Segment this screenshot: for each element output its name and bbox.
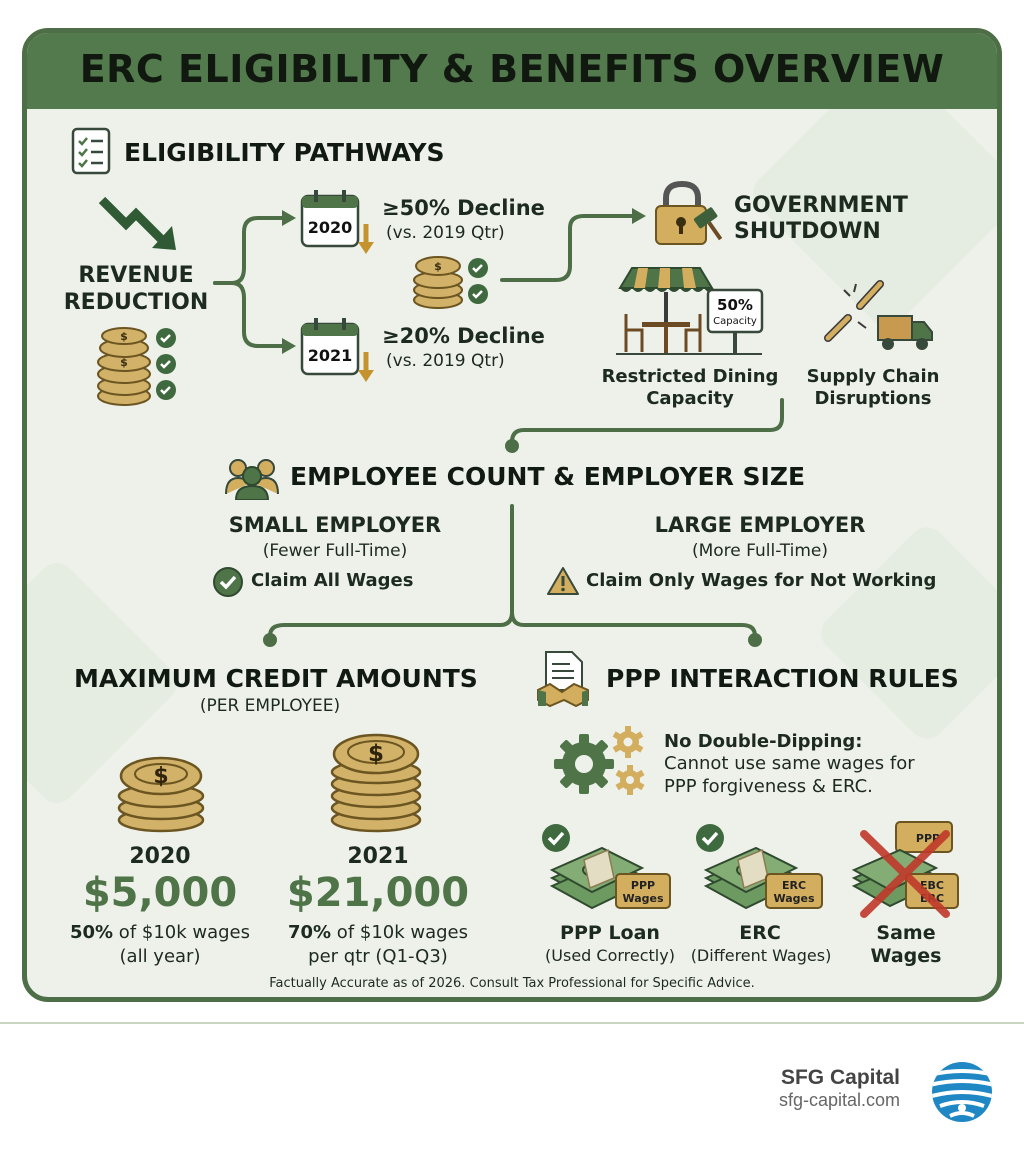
ppp-tag-line-1: PPP — [631, 879, 655, 892]
ppp-tag-line-2: Wages — [622, 892, 663, 905]
same-wages-label: Same Wages — [846, 922, 966, 968]
calendar-2020-year: 2020 — [308, 218, 353, 237]
calendar-2021-year: 2021 — [308, 346, 353, 365]
revenue-reduction-label: REVENUE REDUCTION — [56, 262, 216, 316]
erc-tag-line-1: ERC — [782, 879, 806, 892]
coin-stack-checks-icon: $ $ — [97, 327, 176, 406]
erc-title: ERC — [739, 922, 781, 944]
lock-gavel-icon — [655, 180, 722, 245]
infographic-card: ERC ELIGIBILITY & BENEFITS OVERVIEW — [22, 28, 1002, 1002]
check-circle-icon — [213, 567, 243, 597]
svg-text:$: $ — [368, 741, 384, 767]
same-wages-title: Same — [876, 922, 936, 944]
svg-text:$: $ — [120, 330, 128, 343]
credit-2021-year: 2021 — [347, 844, 409, 869]
large-employer-claim: Claim Only Wages for Not Working — [586, 570, 937, 591]
gears-icon — [554, 726, 645, 795]
credit-2020-desc-rest: of $10k wages — [113, 922, 251, 943]
restricted-dining-label: Restricted Dining Capacity — [590, 366, 790, 410]
eligibility-heading: ELIGIBILITY PATHWAYS — [124, 138, 445, 167]
svg-text:$: $ — [434, 260, 442, 273]
erc-sub: (Different Wages) — [690, 946, 832, 965]
credit-2020-pct: 50% — [69, 922, 114, 943]
money-same-wages-crossed-icon: PPP EBC ERC — [851, 821, 959, 918]
ppp-loan-title: PPP Loan — [560, 922, 660, 944]
svg-text:$: $ — [153, 764, 168, 789]
capacity-sign-percent: 50% — [717, 296, 753, 314]
shutdown-line-1: GOVERNMENT — [734, 193, 908, 218]
credit-heading: MAXIMUM CREDIT AMOUNTS — [74, 664, 478, 693]
ppp-rule-title: No Double-Dipping: — [664, 731, 863, 752]
money-ppp-wages-icon: PPP Wages — [542, 824, 671, 910]
coin-stack-2021-icon: $ — [330, 733, 422, 833]
government-shutdown-label: GOVERNMENT SHUTDOWN — [734, 193, 908, 245]
credit-subheading: (PER EMPLOYEE) — [199, 696, 341, 716]
coin-stack-2020-icon: $ — [117, 756, 205, 833]
small-employer-title: SMALL EMPLOYER — [228, 513, 442, 537]
erc-tag-line-2: Wages — [773, 892, 814, 905]
dining-line-1: Restricted Dining — [601, 366, 779, 387]
sfg-logo-icon — [932, 1062, 992, 1122]
calendar-2020-icon: 2020 — [300, 190, 374, 254]
revenue-line-1: REVENUE — [78, 263, 194, 288]
dining-line-2: Capacity — [646, 388, 734, 409]
broken-chain-truck-icon — [824, 280, 933, 350]
svg-text:$: $ — [120, 356, 128, 369]
calendar-2021-icon: 2021 — [300, 318, 374, 382]
credit-2020-desc: 50% of $10k wages — [50, 922, 270, 943]
ppp-rule-line-1: Cannot use same wages for — [664, 753, 915, 774]
same-tag-line-1: EBC — [920, 879, 944, 892]
small-employer-sub: (Fewer Full-Time) — [262, 541, 408, 561]
capacity-sign-word: Capacity — [713, 316, 757, 327]
supply-line-2: Disruptions — [814, 388, 932, 409]
title-bar: ERC ELIGIBILITY & BENEFITS OVERVIEW — [27, 33, 997, 109]
supply-line-1: Supply Chain — [806, 366, 940, 387]
page-title: ERC ELIGIBILITY & BENEFITS OVERVIEW — [79, 47, 945, 91]
decline-2021-basis: (vs. 2019 Qtr) — [386, 351, 505, 371]
decline-2020-basis: (vs. 2019 Qtr) — [386, 223, 505, 243]
credit-2021-amount: $21,000 — [286, 870, 470, 916]
checklist-icon — [71, 127, 111, 175]
employee-heading: EMPLOYEE COUNT & EMPLOYER SIZE — [290, 462, 806, 491]
credit-2020-desc2: (all year) — [119, 946, 201, 967]
credit-2021-desc-rest: of $10k wages — [331, 922, 469, 943]
ppp-rule-line-2: PPP forgiveness & ERC. — [664, 776, 873, 797]
money-erc-wages-icon: ERC Wages — [696, 824, 823, 910]
supply-chain-label: Supply Chain Disruptions — [798, 366, 948, 410]
brand-url[interactable]: sfg-capital.com — [778, 1090, 900, 1110]
coin-stack-small-icon: $ — [413, 256, 488, 309]
credit-2020-year: 2020 — [129, 844, 191, 869]
ppp-heading: PPP INTERACTION RULES — [606, 664, 959, 693]
same-wages-sub: Wages — [870, 945, 942, 967]
decline-2021-label: ≥20% Decline — [382, 324, 545, 348]
warning-triangle-icon — [547, 567, 579, 595]
credit-2021-desc: 70% of $10k wages — [268, 922, 488, 943]
credit-2020-amount: $5,000 — [82, 870, 238, 916]
brand-name: SFG Capital — [780, 1066, 900, 1089]
employees-group-icon — [225, 459, 279, 500]
large-employer-sub: (More Full-Time) — [691, 541, 829, 561]
credit-2021-desc2: per qtr (Q1-Q3) — [308, 946, 448, 967]
brand-footer — [0, 1022, 1024, 1154]
restaurant-dining-icon: 50% Capacity — [616, 267, 764, 355]
flow-connectors — [213, 208, 784, 647]
ppp-loan-sub: (Used Correctly) — [545, 946, 675, 965]
small-employer-claim: Claim All Wages — [251, 570, 414, 591]
large-employer-title: LARGE EMPLOYER — [654, 513, 866, 537]
revenue-line-2: REDUCTION — [63, 290, 209, 315]
downtrend-arrow-icon — [98, 196, 176, 250]
shutdown-line-2: SHUTDOWN — [734, 219, 881, 244]
document-handshake-icon — [537, 651, 589, 708]
decline-2020-label: ≥50% Decline — [382, 196, 545, 220]
credit-2021-pct: 70% — [287, 922, 332, 943]
footnote: Factually Accurate as of 2026. Consult T… — [269, 976, 755, 991]
